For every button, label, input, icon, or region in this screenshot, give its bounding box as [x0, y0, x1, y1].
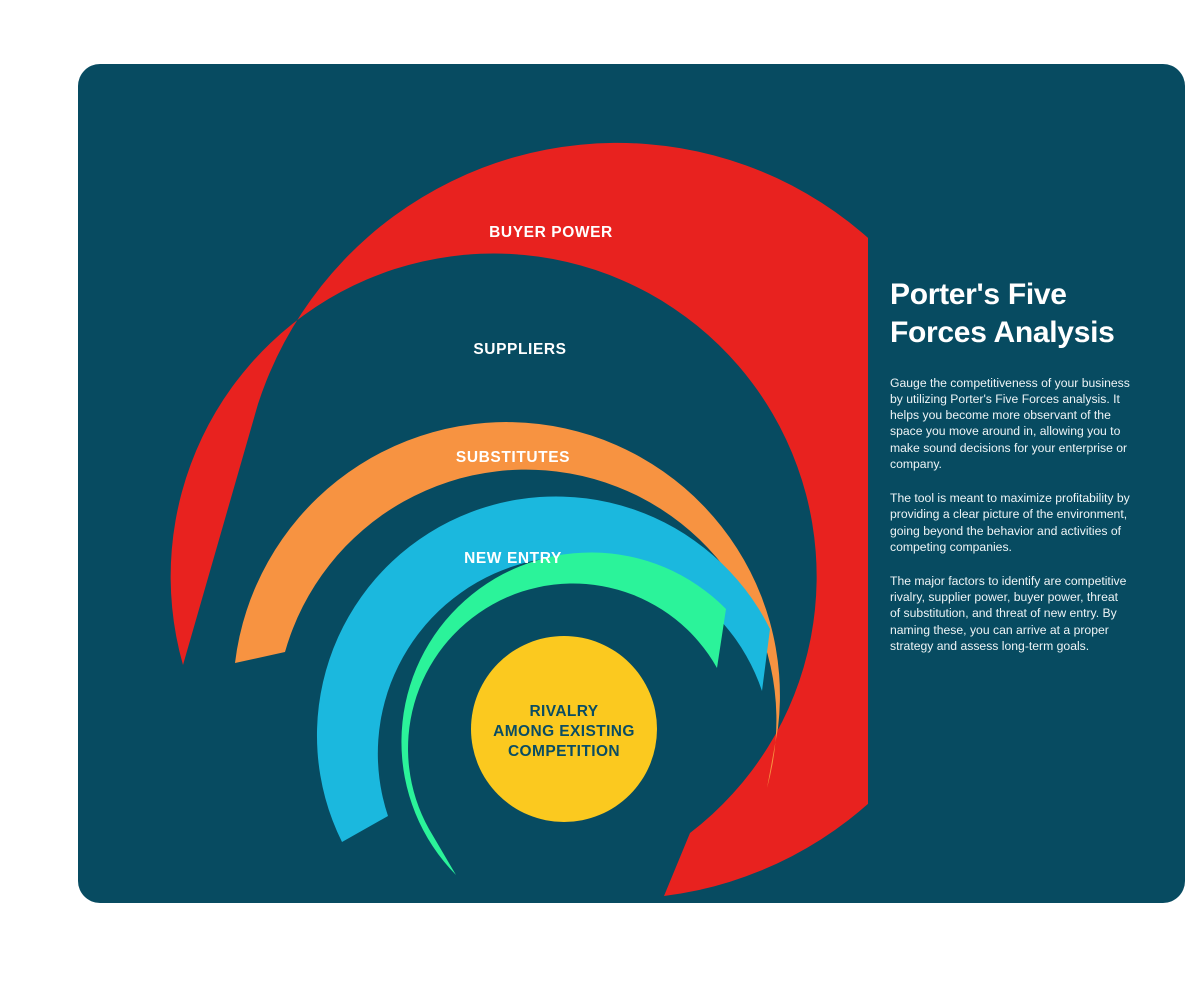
porters-five-forces-diagram: BUYER POWER SUPPLIERS SUBSTITUTES NEW EN… [78, 64, 868, 903]
description-paragraph-2: The tool is meant to maximize profitabil… [890, 491, 1130, 554]
description-paragraph-1: Gauge the competitiveness of your busine… [890, 375, 1130, 471]
arc-shape-substitutes[interactable] [316, 496, 770, 842]
center-label-line-1: RIVALRY [529, 703, 598, 720]
arc-label-substitutes: SUBSTITUTES [456, 449, 570, 466]
description-paragraph-3: The major factors to identify are compet… [890, 573, 1127, 653]
arc-shape-suppliers[interactable] [235, 422, 780, 788]
center-label-line-3: COMPETITION [508, 743, 620, 760]
arc-shape-buyer-power[interactable] [170, 142, 868, 896]
page-title: Porter's Five Forces Analysis [890, 276, 1130, 353]
description-panel: Porter's Five Forces Analysis Gauge the … [890, 276, 1130, 654]
center-label-line-2: AMONG EXISTING [493, 723, 635, 740]
arc-label-new-entry: NEW ENTRY [464, 550, 562, 567]
arc-label-buyer-power: BUYER POWER [489, 224, 613, 241]
page-title-line-1: Porter's Five [890, 278, 1067, 311]
center-circle-rivalry[interactable] [471, 636, 657, 822]
page-title-line-2: Forces Analysis [890, 316, 1115, 350]
diagram-card: BUYER POWER SUPPLIERS SUBSTITUTES NEW EN… [78, 64, 1185, 903]
arc-label-suppliers: SUPPLIERS [473, 341, 566, 358]
arc-shape-new-entry[interactable] [401, 552, 726, 875]
